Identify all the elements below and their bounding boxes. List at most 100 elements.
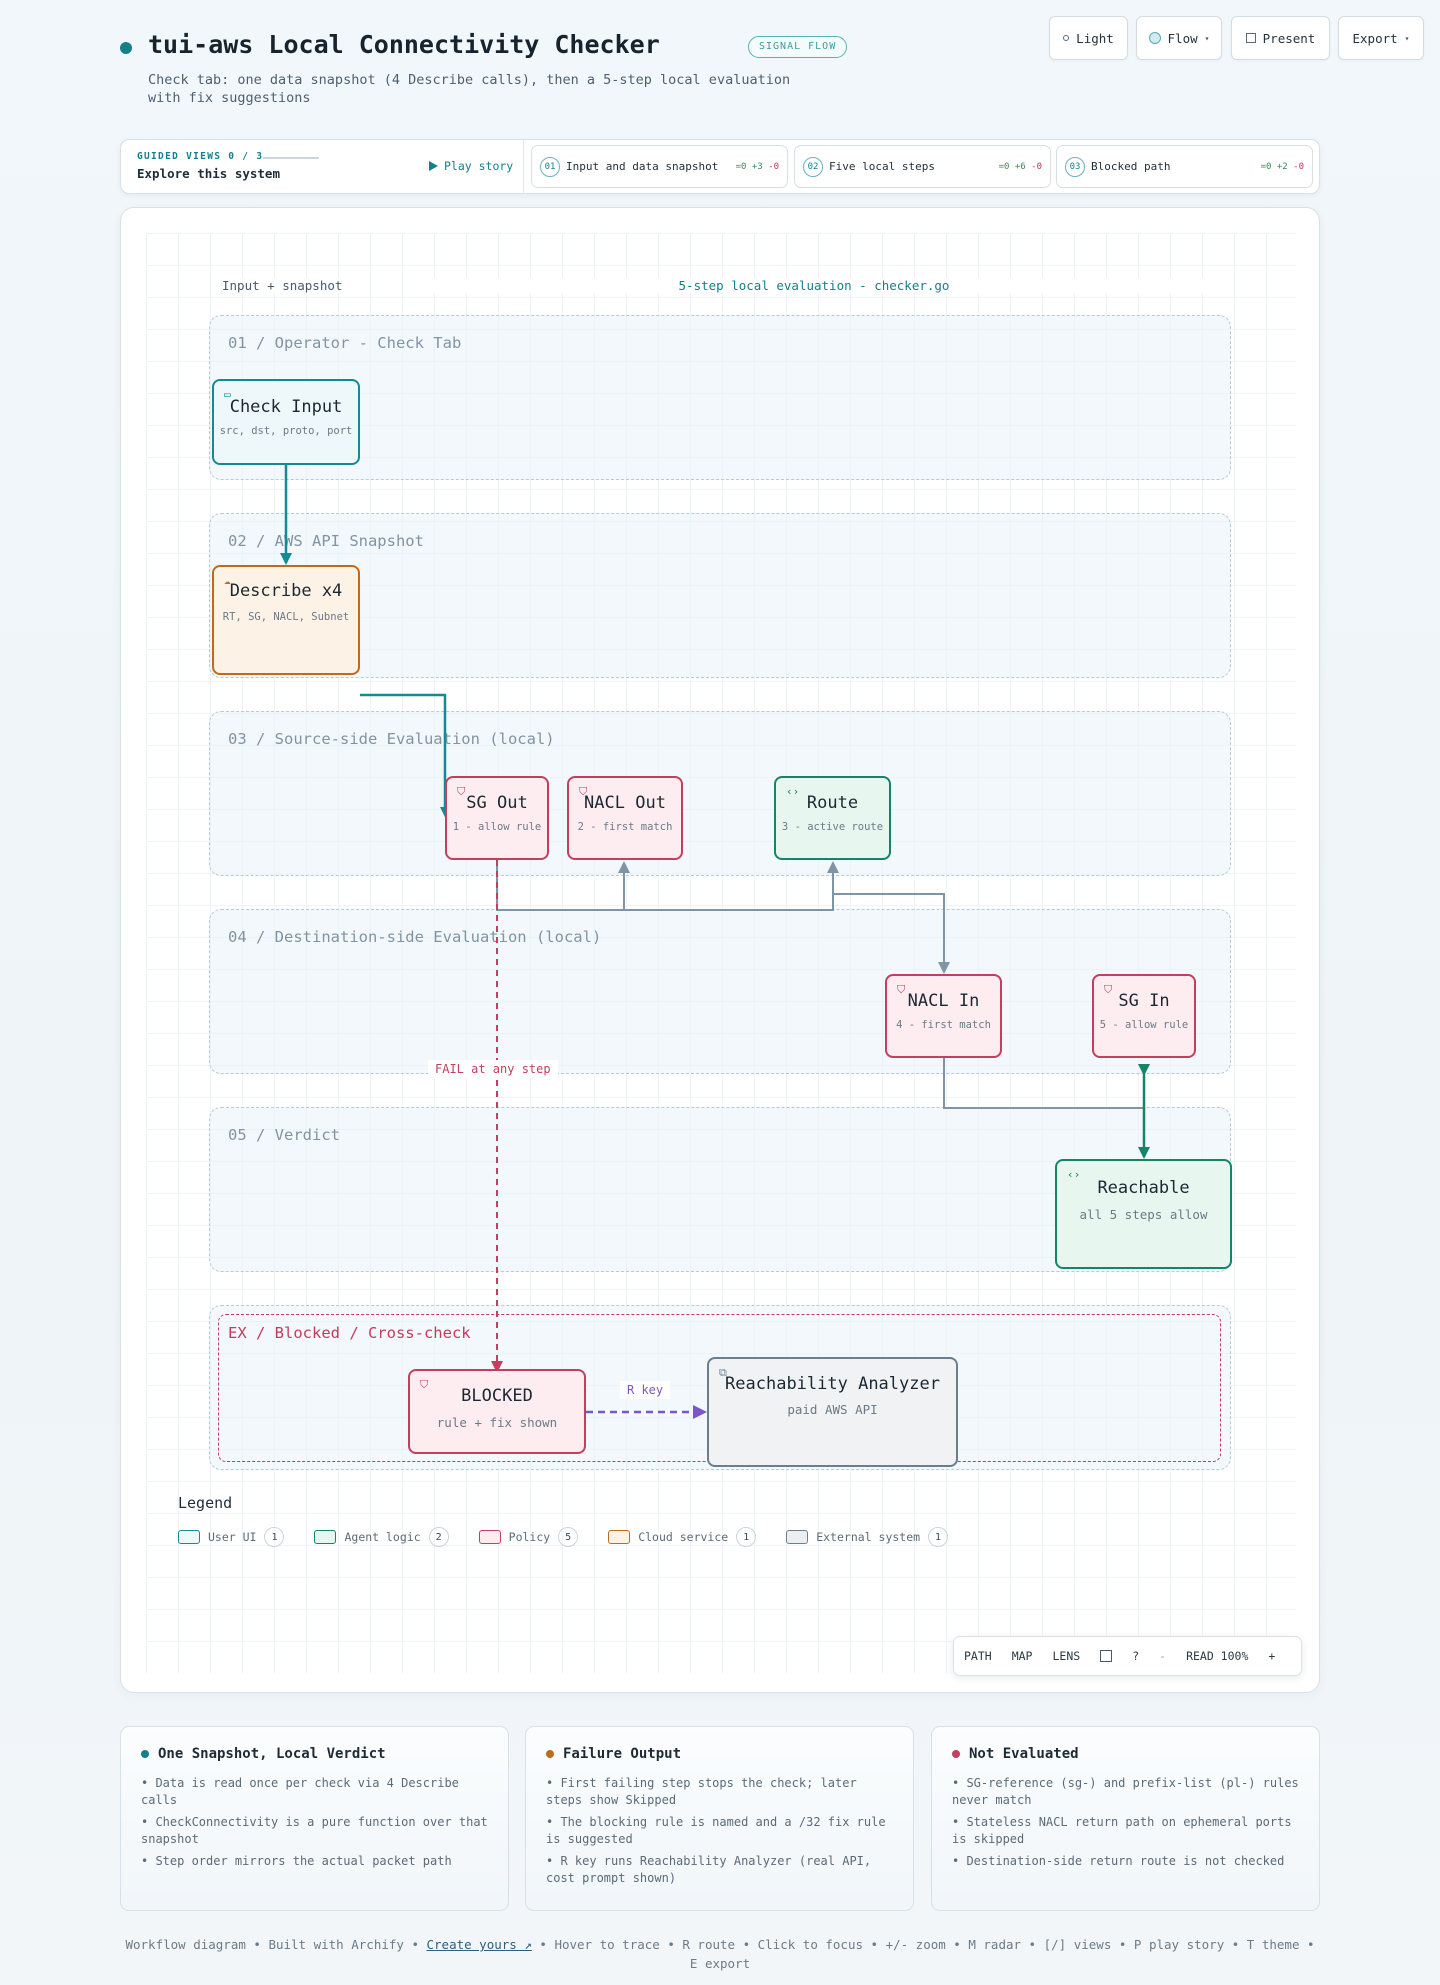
present-label: Present (1262, 30, 1316, 46)
chevron-down-icon: ▾ (1404, 33, 1410, 43)
list-item: SG-reference (sg-) and prefix-list (pl-)… (952, 1775, 1299, 1809)
lane-title: 02 / AWS API Snapshot (228, 532, 424, 550)
legend-label: Policy (508, 1530, 551, 1544)
light-theme-button[interactable]: Light (1049, 16, 1128, 60)
guided-step-1[interactable]: 01 Input and data snapshot =0 +3 -0 (531, 145, 788, 188)
card-title: One Snapshot, Local Verdict (141, 1746, 488, 1762)
shield-icon: ⛉ (457, 785, 466, 798)
legend-item-agent-logic[interactable]: Agent logic 2 (314, 1527, 449, 1547)
legend-count: 1 (928, 1527, 949, 1547)
zoom-readout: READ 100% (1186, 1649, 1249, 1663)
legend-title: Legend (178, 1494, 233, 1512)
export-label: Export (1352, 30, 1398, 46)
card-title: Failure Output (546, 1746, 893, 1762)
node-check-input[interactable]: ▭ Check Input src, dst, proto, port (212, 379, 360, 465)
edge-describe-to-sg-out (360, 693, 452, 819)
create-yours-link[interactable]: Create yours ↗ (426, 1937, 532, 1952)
shield-icon: ⛉ (897, 983, 906, 996)
node-subtitle: 2 - first match (577, 821, 673, 833)
lane-title: EX / Blocked / Cross-check (228, 1324, 471, 1342)
node-nacl-in[interactable]: ⛉ NACL In 4 - first match (885, 974, 1002, 1058)
view-toolbar: PATH MAP LENS ? - READ 100% + (953, 1636, 1302, 1676)
legend-item-cloud-service[interactable]: Cloud service 1 (608, 1527, 757, 1547)
footer-text-start: Workflow diagram • Built with Archify • (125, 1937, 419, 1952)
fit-view-icon[interactable] (1100, 1650, 1113, 1662)
map-button[interactable]: MAP (1011, 1649, 1033, 1663)
card-title: Not Evaluated (952, 1746, 1299, 1762)
step-delta: =0 +6 -0 (998, 161, 1042, 172)
node-subtitle: 5 - allow rule (1099, 1019, 1189, 1031)
legend-item-user-ui[interactable]: User UI 1 (178, 1527, 285, 1547)
node-describe-x4[interactable]: ☁ Describe x4 RT, SG, NACL, Subnet (212, 565, 360, 675)
zoom-out-button[interactable]: - (1159, 1649, 1167, 1663)
node-title: NACL Out (584, 793, 666, 813)
legend-count: 2 (428, 1527, 449, 1547)
edge-route-to-nacl-in (833, 893, 950, 974)
help-button[interactable]: ? (1132, 1649, 1140, 1663)
guided-step-2[interactable]: 02 Five local steps =0 +6 -0 (794, 145, 1051, 188)
lane-source-eval: 03 / Source-side Evaluation (local) (209, 711, 1231, 876)
status-dot (120, 42, 132, 54)
card-dot (952, 1750, 960, 1758)
card-one-snapshot: One Snapshot, Local Verdict Data is read… (120, 1726, 509, 1911)
play-story-button[interactable]: Play story (429, 159, 513, 173)
node-subtitle: paid AWS API (787, 1402, 878, 1417)
step-label: Blocked path (1091, 160, 1171, 173)
legend-swatch (786, 1530, 809, 1544)
node-title: SG In (1118, 991, 1170, 1011)
cloud-icon: ☁ (224, 574, 231, 587)
legend-label: Cloud service (638, 1530, 729, 1544)
lane-title: 03 / Source-side Evaluation (local) (228, 730, 555, 748)
present-button[interactable]: Present (1231, 16, 1330, 60)
edge-label-r-key: R key (620, 1381, 671, 1399)
lens-button[interactable]: LENS (1052, 1649, 1081, 1663)
node-reachability-analyzer[interactable]: ⧉ Reachability Analyzer paid AWS API (707, 1357, 958, 1467)
zoom-in-button[interactable]: + (1268, 1649, 1276, 1663)
guided-step-3[interactable]: 03 Blocked path =0 +2 -0 (1056, 145, 1313, 188)
flow-mode-button[interactable]: Flow ▾ (1136, 16, 1222, 60)
light-label: Light (1076, 30, 1114, 46)
legend-item-external-system[interactable]: External system 1 (786, 1527, 949, 1547)
node-title: BLOCKED (461, 1386, 533, 1406)
node-title: Describe x4 (229, 581, 343, 601)
node-title: Check Input (229, 397, 343, 417)
list-item: R key runs Reachability Analyzer (real A… (546, 1853, 893, 1887)
window-icon: ▭ (224, 388, 231, 401)
node-nacl-out[interactable]: ⛉ NACL Out 2 - first match (567, 776, 683, 860)
legend-count: 1 (736, 1527, 757, 1547)
card-list: SG-reference (sg-) and prefix-list (pl-)… (952, 1775, 1299, 1870)
guided-progress-line (263, 157, 319, 159)
list-item: First failing step stops the check; late… (546, 1775, 893, 1809)
guided-views-title: Explore this system (137, 166, 280, 181)
sun-icon (1063, 35, 1070, 41)
card-not-evaluated: Not Evaluated SG-reference (sg-) and pre… (931, 1726, 1320, 1911)
diagram-canvas[interactable]: 01 / Operator - Check Tab 02 / AWS API S… (120, 207, 1320, 1693)
node-sg-in[interactable]: ⛉ SG In 5 - allow rule (1092, 974, 1196, 1058)
lane-title: 05 / Verdict (228, 1126, 340, 1144)
list-item: Step order mirrors the actual packet pat… (141, 1853, 488, 1870)
legend-item-policy[interactable]: Policy 5 (478, 1527, 579, 1547)
node-blocked[interactable]: ⛉ BLOCKED rule + fix shown (408, 1369, 586, 1454)
lane-operator: 01 / Operator - Check Tab (209, 315, 1231, 480)
node-subtitle: RT, SG, NACL, Subnet (222, 611, 350, 623)
list-item: Data is read once per check via 4 Descri… (141, 1775, 488, 1809)
node-title: SG Out (466, 793, 528, 813)
legend: User UI 1 Agent logic 2 Policy 5 Cloud s… (178, 1527, 949, 1547)
legend-swatch (178, 1530, 200, 1544)
list-item: CheckConnectivity is a pure function ove… (141, 1814, 488, 1848)
export-button[interactable]: Export ▾ (1338, 16, 1424, 60)
guided-views-label: GUIDED VIEWS 0 / 3 (137, 151, 264, 162)
list-item: The blocking rule is named and a /32 fix… (546, 1814, 893, 1848)
node-route[interactable]: ‹› Route 3 - active route (774, 776, 891, 860)
path-button[interactable]: PATH (964, 1649, 992, 1663)
step-label: Five local steps (829, 160, 935, 173)
node-subtitle: all 5 steps allow (1079, 1207, 1208, 1222)
node-subtitle: 3 - active route (781, 821, 884, 833)
play-story-label: Play story (444, 159, 514, 173)
node-sg-out[interactable]: ⛉ SG Out 1 - allow rule (445, 776, 549, 860)
guided-views-bar: GUIDED VIEWS 0 / 3 Explore this system P… (120, 139, 1320, 194)
flow-icon (1148, 32, 1161, 44)
step-delta: =0 +2 -0 (1260, 161, 1304, 172)
node-reachable[interactable]: ‹› Reachable all 5 steps allow (1055, 1159, 1232, 1269)
lane-title: 04 / Destination-side Evaluation (local) (228, 928, 602, 946)
